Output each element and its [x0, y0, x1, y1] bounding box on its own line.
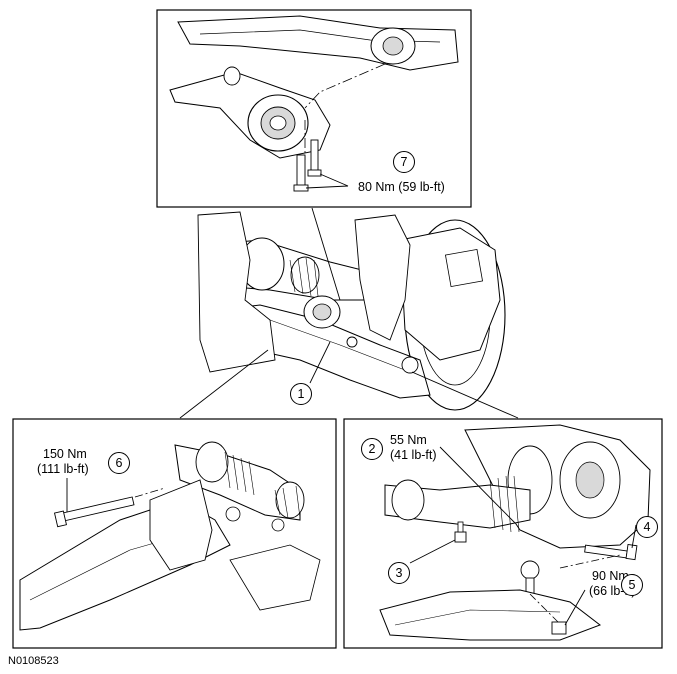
- figure-id: N0108523: [8, 655, 59, 667]
- callout-3: 3: [388, 562, 410, 584]
- torque-label-5-nm: 90 Nm: [592, 569, 629, 583]
- bolt-icon: [584, 544, 638, 561]
- callout-4: 4: [636, 516, 658, 538]
- torque-label-6-nm: 150 Nm: [43, 447, 87, 461]
- nut-icon: [551, 621, 567, 635]
- bolt-icon: [293, 154, 309, 192]
- detail-panel-bottom-right: [343, 418, 663, 649]
- torque-label-2-nm: 55 Nm: [390, 433, 427, 447]
- callout-1: 1: [290, 383, 312, 405]
- torque-label-2-lbft: (41 lb-ft): [390, 448, 437, 462]
- main-assembly-view: [179, 207, 519, 419]
- torque-label-7: 80 Nm (59 lb-ft): [358, 180, 445, 194]
- detail-panel-top: [156, 9, 472, 208]
- callout-7: 7: [393, 151, 415, 173]
- detail-panel-bottom-left: [12, 418, 337, 649]
- callout-6: 6: [108, 452, 130, 474]
- torque-label-6-lbft: (111 lb-ft): [37, 462, 89, 476]
- bolt-icon: [307, 139, 322, 177]
- bolt-icon: [53, 496, 135, 528]
- callout-2: 2: [361, 438, 383, 460]
- nut-icon: [454, 521, 467, 543]
- callout-5: 5: [621, 574, 643, 596]
